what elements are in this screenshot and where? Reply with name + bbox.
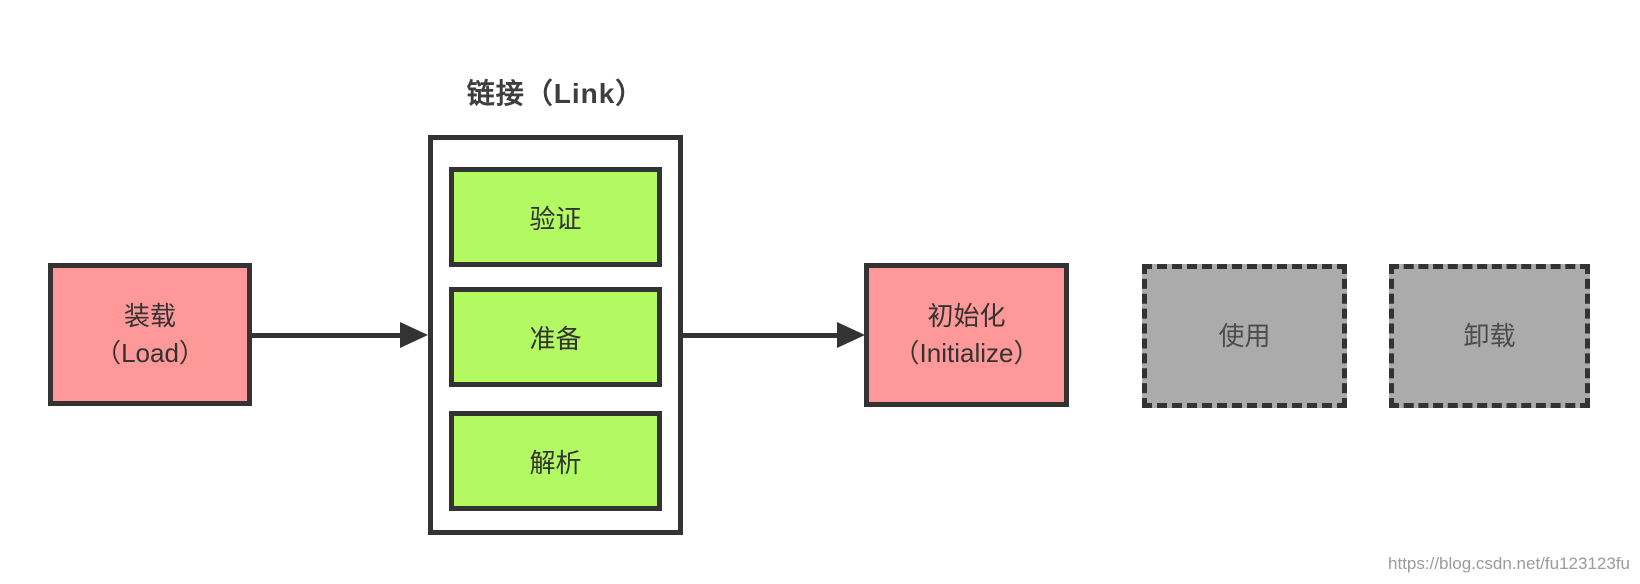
node-use-label: 使用 <box>1218 320 1271 351</box>
node-initialize-label-en: （Initialize） <box>893 338 1040 368</box>
node-load-label-en: （Load） <box>95 337 205 368</box>
arrow-load-to-link-line <box>252 333 402 338</box>
arrow-link-to-initialize-line <box>683 333 837 338</box>
node-unload-label: 卸载 <box>1463 320 1516 351</box>
step-prepare-label: 准备 <box>529 323 582 354</box>
node-load-label-cn: 装载 <box>123 300 176 331</box>
step-resolve-label: 解析 <box>529 447 582 478</box>
node-initialize: 初始化 （Initialize） <box>864 263 1069 407</box>
node-load: 装载 （Load） <box>48 263 252 406</box>
node-initialize-label-cn: 初始化 <box>927 301 1006 331</box>
step-verify-label: 验证 <box>529 203 582 234</box>
arrow-link-to-initialize-head <box>837 322 865 348</box>
csdn-watermark: https://blog.csdn.net/fu123123fu <box>1388 554 1630 573</box>
step-resolve: 解析 <box>449 411 662 511</box>
link-group-title: 链接（Link） <box>466 78 645 109</box>
step-prepare: 准备 <box>449 287 662 387</box>
node-use: 使用 <box>1142 264 1347 408</box>
arrow-load-to-link-head <box>400 322 428 348</box>
step-verify: 验证 <box>449 167 662 267</box>
node-unload: 卸载 <box>1389 264 1590 408</box>
link-group-box: 验证 准备 解析 <box>428 135 683 535</box>
